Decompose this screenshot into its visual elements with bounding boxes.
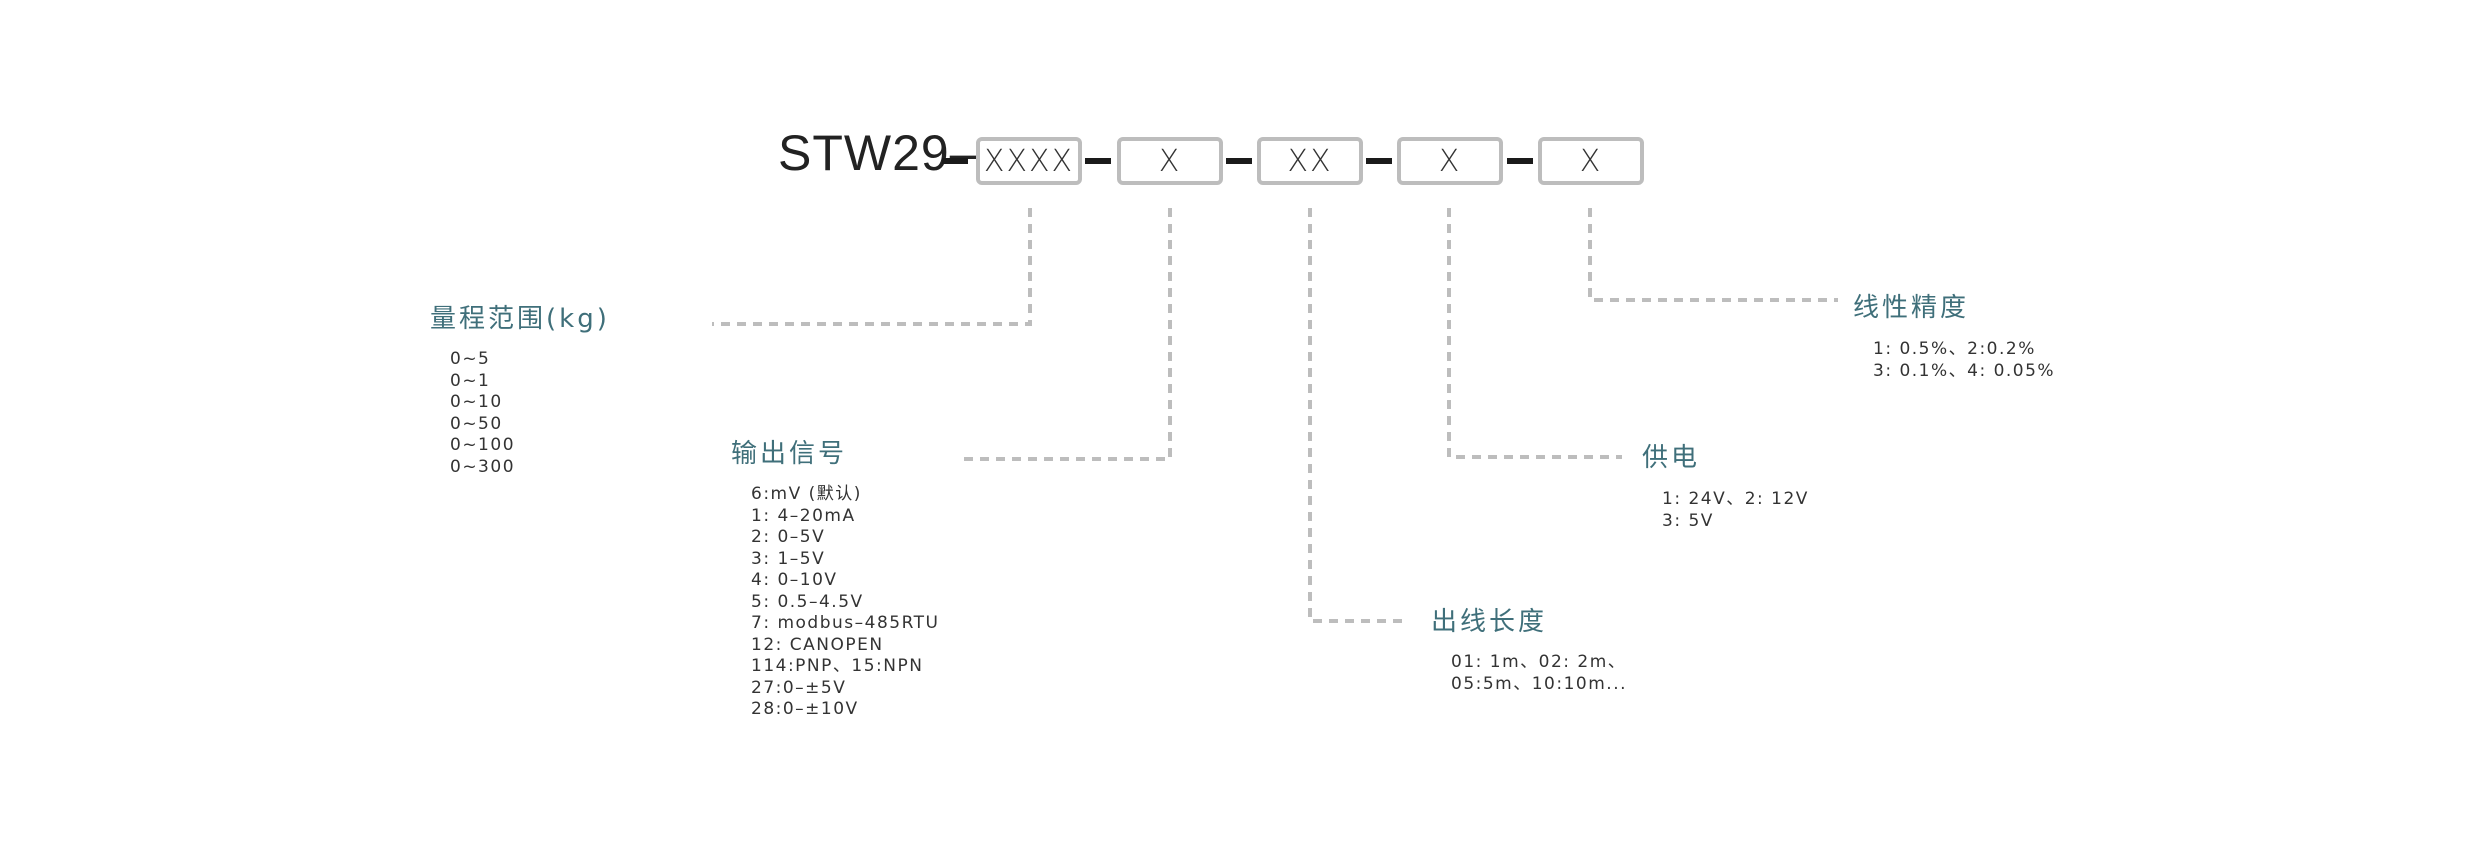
list-item: 7: modbus–485RTU (751, 613, 940, 633)
separator-dash (1507, 158, 1533, 164)
list-item: 5: 0.5–4.5V (751, 591, 864, 612)
list-item: 4: 0–10V (751, 570, 838, 590)
code-box-output: X (1117, 137, 1223, 185)
connector-accuracy (1588, 208, 1838, 302)
separator-dash (1085, 158, 1111, 164)
output-signal-title: 输出信号 (731, 439, 848, 469)
separator-dash (1226, 158, 1252, 164)
model-prefix: STW29– (778, 125, 979, 181)
list-item: 28:0–±10V (751, 699, 859, 719)
list-item: 01: 1m、02: 2m、 (1451, 652, 1627, 672)
cable-length-options: 01: 1m、02: 2m、 05:5m、10:10m... (1451, 652, 1627, 695)
cable-length-title: 出线长度 (1431, 607, 1548, 637)
list-item: 3: 5V (1662, 510, 1714, 531)
list-item: 0~10 (450, 392, 503, 412)
output-signal-options: 6:mV (默认) 1: 4–20mA 2: 0–5V 3: 1–5V 4: 0… (751, 484, 939, 721)
connector-power (1447, 208, 1622, 459)
list-item: 1: 0.5%、2:0.2% (1873, 339, 2036, 359)
separator-dash (942, 158, 968, 164)
connector-cable (1308, 208, 1402, 623)
list-item: 2: 0–5V (751, 527, 826, 547)
list-item: 3: 0.1%、4: 0.05% (1873, 360, 2056, 381)
linear-accuracy-options: 1: 0.5%、2:0.2% 3: 0.1%、4: 0.05% (1873, 339, 2055, 382)
list-item: 0~300 (450, 456, 516, 477)
connector-range (712, 208, 1032, 326)
list-item: 3: 1–5V (751, 548, 826, 569)
list-item: 0~100 (450, 435, 516, 455)
list-item: 114:PNP、15:NPN (751, 656, 924, 676)
range-title: 量程范围(kg) (430, 304, 610, 334)
power-supply-options: 1: 24V、2: 12V 3: 5V (1662, 489, 1809, 532)
linear-accuracy-title: 线性精度 (1853, 293, 1970, 323)
list-item: 1: 24V、2: 12V (1662, 489, 1809, 509)
power-supply-title: 供电 (1642, 443, 1701, 473)
list-item: 0~50 (450, 413, 503, 434)
list-item: 27:0–±5V (751, 677, 847, 698)
range-options: 0~5 0~1 0~10 0~50 0~100 0~300 (450, 349, 515, 478)
list-item: 0~1 (450, 370, 491, 391)
list-item: 12: CANOPEN (751, 634, 884, 655)
list-item: 05:5m、10:10m... (1451, 673, 1627, 694)
list-item: 6:mV (默认) (751, 484, 862, 504)
list-item: 0~5 (450, 349, 491, 369)
code-box-range: XXXX (976, 137, 1082, 185)
code-box-power: X (1397, 137, 1503, 185)
code-box-cable: XX (1257, 137, 1363, 185)
separator-dash (1366, 158, 1392, 164)
code-box-accuracy: X (1538, 137, 1644, 185)
list-item: 1: 4–20mA (751, 505, 856, 526)
connector-output (962, 208, 1172, 461)
